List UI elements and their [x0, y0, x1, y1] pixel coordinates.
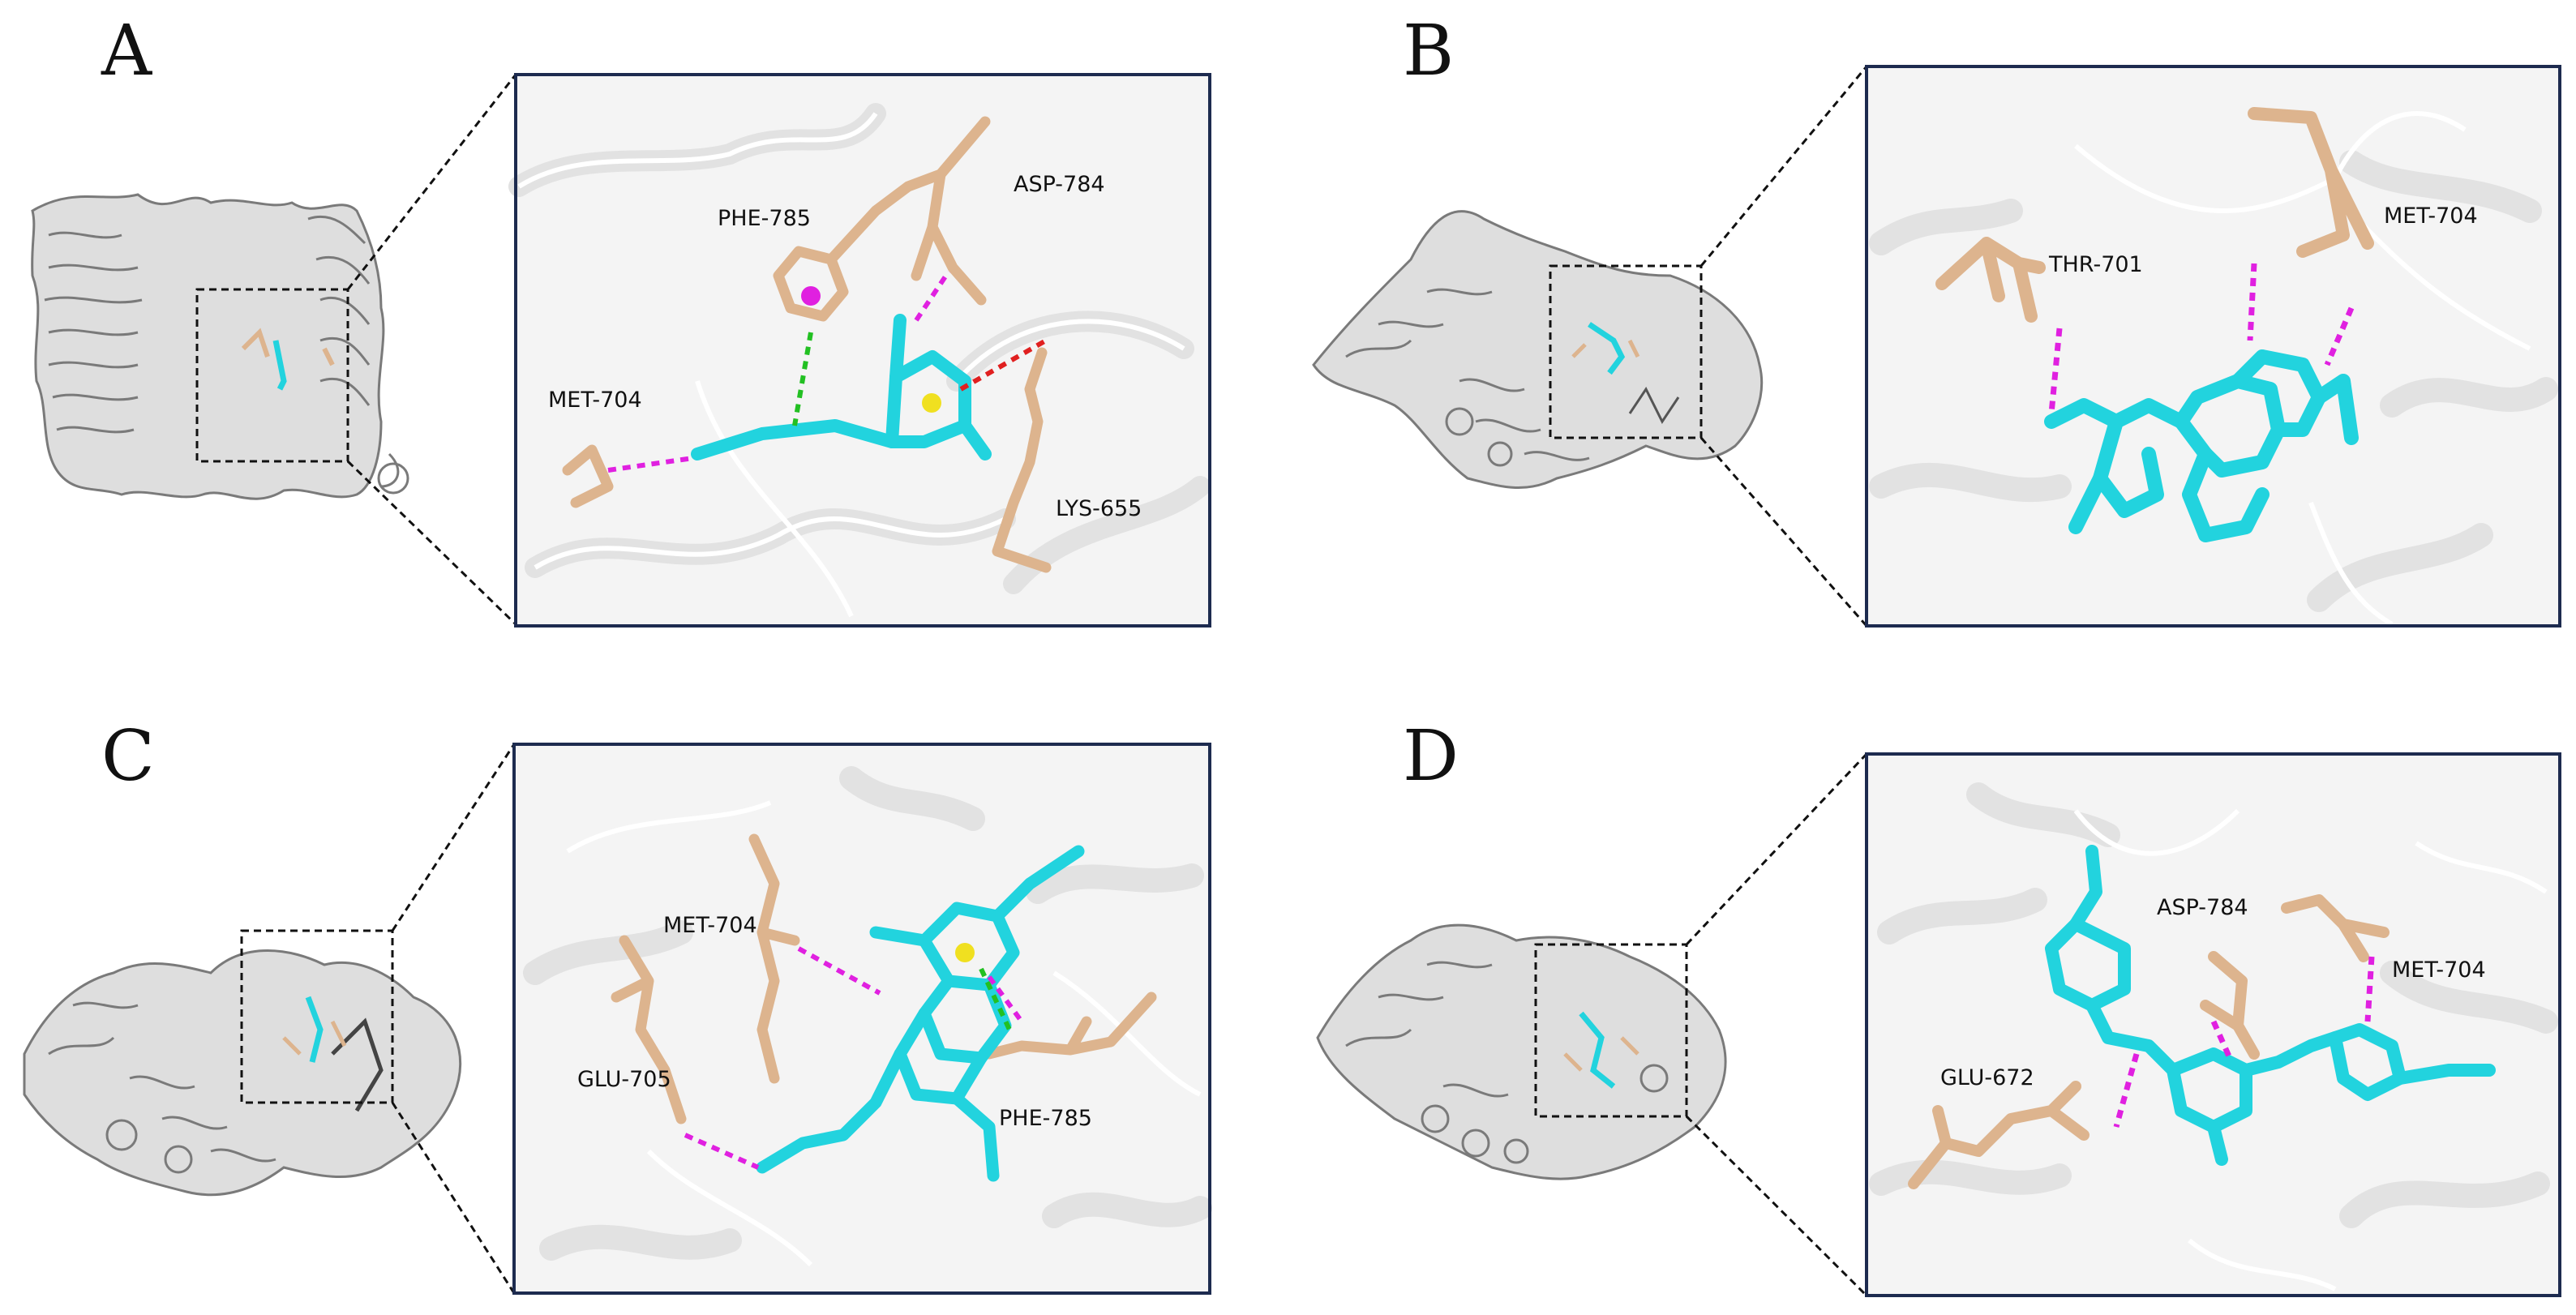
- centroid-yellow-a: [922, 393, 941, 413]
- residue-label-c-phe785: PHE-785: [999, 1106, 1092, 1131]
- zoom-frame-c: [512, 743, 1211, 1295]
- residue-sticks-d: [1908, 894, 2390, 1189]
- residue-label-d-met704: MET-704: [2392, 957, 2486, 983]
- centroid-yellow-c: [955, 943, 975, 962]
- zoom-frame-a: [514, 73, 1211, 628]
- residue-label-b-thr701: THR-701: [2048, 252, 2143, 277]
- panel-letter-c: C: [101, 716, 155, 797]
- interaction-lines-d: [2113, 956, 2375, 1128]
- zoom-box-d: [1534, 943, 1688, 1118]
- residue-sticks-b: [1935, 107, 2374, 323]
- ribbon-background-d: [1869, 782, 2558, 1228]
- panel-letter-a: A: [101, 11, 152, 92]
- zoom-panel-a: PHE-785 ASP-784 MET-704 LYS-655: [508, 73, 1211, 628]
- interaction-lines-a: [607, 270, 1048, 473]
- zoom-frame-b: [1865, 65, 2561, 628]
- ribbon-outline-a: [517, 112, 1185, 618]
- panel-b: B: [1312, 11, 2561, 628]
- ribbon-outline-d: [2073, 808, 2548, 1291]
- residue-label-d-asp784: ASP-784: [2157, 895, 2248, 920]
- overview-ligand-c: [282, 996, 347, 1063]
- zoom-panel-d: ASP-784 MET-704 GLU-672: [1865, 752, 2561, 1297]
- ligand-sticks-d: [2045, 845, 2496, 1166]
- overview-ligand-b: [1571, 322, 1640, 375]
- residue-label-a-lys655: LYS-655: [1056, 496, 1142, 521]
- residue-label-a-asp784: ASP-784: [1014, 172, 1105, 197]
- centroid-magenta-a: [801, 286, 821, 306]
- overview-ligand-d: [1563, 1011, 1639, 1089]
- panel-letter-d: D: [1403, 716, 1459, 797]
- panel-d: D: [1316, 716, 2561, 1297]
- ribbon-outline-c: [566, 800, 1202, 1267]
- residue-label-d-glu672: GLU-672: [1940, 1065, 2034, 1090]
- interaction-lines-b: [2048, 263, 2355, 414]
- panel-c: C: [23, 716, 1212, 1295]
- panel-a: A: [31, 11, 1211, 628]
- residue-sticks-a: [562, 116, 1052, 573]
- panel-letter-b: B: [1403, 11, 1454, 92]
- zoom-box-a: [195, 288, 349, 463]
- ligand-sticks-a: [691, 314, 992, 460]
- zoom-panel-b: THR-701 MET-704: [1865, 65, 2561, 628]
- zoom-panel-c: MET-704 GLU-705 PHE-785: [512, 743, 1212, 1295]
- ligand-sticks-c: [756, 845, 1085, 1182]
- ribbon-background-c: [523, 766, 1212, 1261]
- zoom-box-c: [240, 929, 394, 1104]
- overview-protein-b: [1312, 210, 1764, 489]
- ligand-sticks-b: [2044, 349, 2359, 542]
- zoom-box-b: [1549, 264, 1703, 439]
- residue-label-a-met704: MET-704: [548, 388, 642, 413]
- residue-label-b-met704: MET-704: [2384, 203, 2478, 229]
- ribbon-background-b: [1869, 150, 2558, 612]
- residue-label-c-met704: MET-704: [663, 913, 757, 938]
- interaction-lines-c: [684, 946, 1024, 1170]
- overview-protein-d: [1316, 923, 1727, 1180]
- overview-ligand-a: [241, 328, 335, 391]
- residue-sticks-c: [611, 833, 1157, 1124]
- zoom-frame-d: [1865, 752, 2561, 1297]
- overview-protein-a: [31, 193, 409, 500]
- residue-label-c-glu705: GLU-705: [577, 1067, 671, 1092]
- residue-label-a-phe785: PHE-785: [718, 206, 811, 231]
